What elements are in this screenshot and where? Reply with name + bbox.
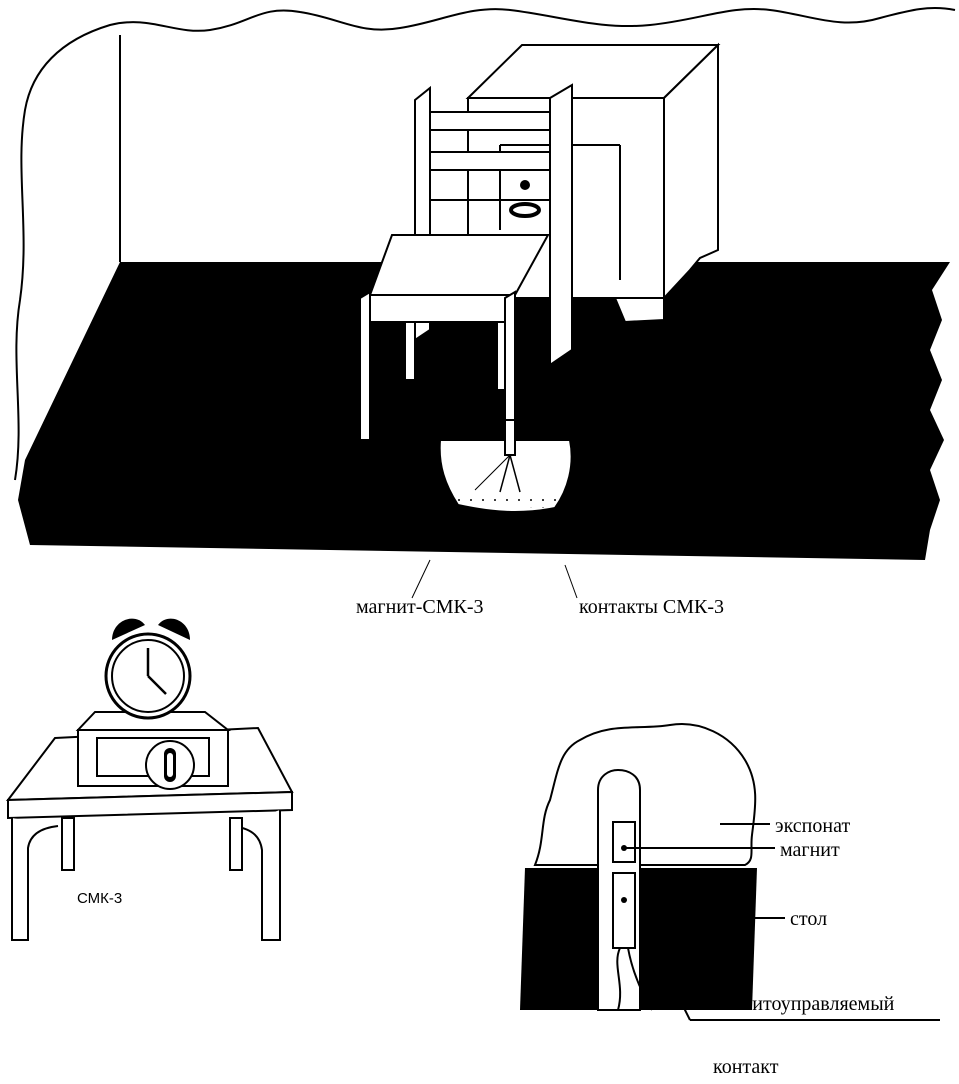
reed-contact bbox=[613, 873, 635, 948]
label-reed-contact-line1: магнитоуправляемый bbox=[712, 993, 895, 1015]
magnet-block bbox=[613, 822, 635, 862]
label-contacts-cmk3: контакты СМК-3 bbox=[579, 596, 724, 618]
label-reed-contact-line2: контакт bbox=[713, 1056, 779, 1078]
cross-section bbox=[520, 724, 940, 1020]
clock-scene bbox=[8, 619, 292, 940]
leader-contacts-cmk3 bbox=[565, 565, 577, 598]
room-scene bbox=[15, 8, 955, 598]
label-cmk3: СМК-3 bbox=[77, 890, 122, 907]
cmk3-sensor bbox=[146, 741, 194, 789]
sensor-magnet bbox=[505, 420, 515, 455]
label-magnet-cmk3: магнит-СМК-3 bbox=[356, 596, 484, 618]
label-table: стол bbox=[790, 908, 827, 930]
cabinet-lock-icon bbox=[511, 204, 539, 216]
alarm-clock-icon bbox=[106, 634, 190, 718]
label-exhibit: экспонат bbox=[775, 815, 850, 837]
clock-table-leg-left bbox=[12, 818, 58, 940]
leader-magnet-cmk3 bbox=[412, 560, 430, 598]
label-magnet: магнит bbox=[780, 839, 840, 861]
exhibit-outline bbox=[535, 724, 755, 865]
